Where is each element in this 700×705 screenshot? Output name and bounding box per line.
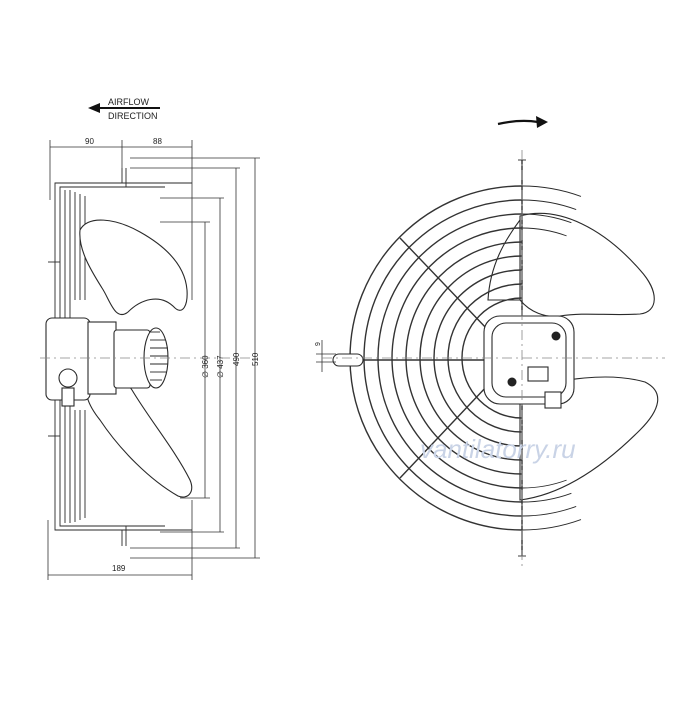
side-cable-gland [58,368,78,388]
front-mount-tab [332,353,364,367]
guard-ring-right-top-3 [521,213,572,224]
dim-360-label: ∅ 360 [201,355,210,378]
dim-437-label: ∅ 437 [216,355,225,378]
arrow-right-icon [497,116,548,128]
front-hub-label-plate [527,366,549,382]
guard-ring-right-top-2 [521,199,577,211]
airflow-label: AIRFLOW DIRECTION [88,97,160,121]
dim-90-label: 90 [85,137,94,146]
guard-ring-right-bottom-2 [521,505,577,517]
guard-ring-right-top-1 [521,185,582,197]
side-blade-top [79,219,188,315]
guard-ring-right-top-4 [521,227,567,237]
dim-88-label: 88 [153,137,162,146]
guard-ring-right-bottom-3 [521,492,572,503]
side-blade-bottom [85,373,193,498]
front-spoke-top [399,237,489,331]
arrow-left-icon [88,103,160,113]
guard-ring-7 [433,269,523,447]
guard-ring-4 [391,227,523,489]
front-hub-bolt-2 [551,331,561,341]
guard-ring-right-bottom-1 [521,519,582,531]
side-cable-entry [61,387,75,407]
side-motor-body [87,321,117,395]
airflow-text-line1: AIRFLOW [108,97,150,107]
guard-ring-right-bottom-4 [521,479,567,489]
front-view: 9 [315,116,665,568]
front-spoke-bottom [399,384,489,479]
dim-490-label: 490 [232,352,241,366]
side-view: 90 88 189 ∅ 360 ∅ 437 490 510 [40,137,260,580]
watermark: vantilatorry.ru [420,434,576,464]
dim-189-label: 189 [112,564,126,573]
front-cable-gland [544,391,562,409]
dim-510-label: 510 [251,352,260,366]
front-hub-bolt-1 [507,377,517,387]
airflow-text-line2: DIRECTION [108,111,158,121]
guard-ring-6 [419,255,523,461]
dim-9-label: 9 [315,342,322,346]
